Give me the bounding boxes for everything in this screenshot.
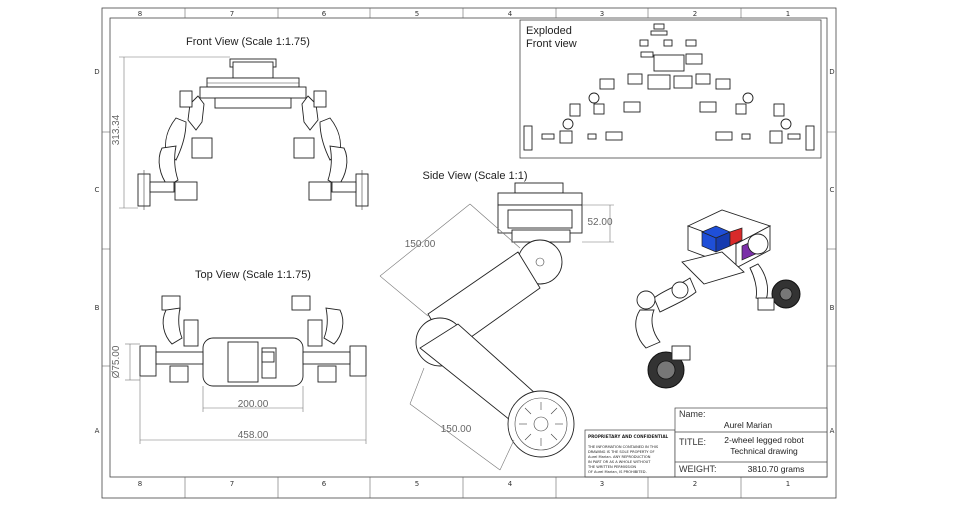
zone-row-left: B [95,304,100,312]
zone-labels: 8 7 6 5 4 3 2 1 8 7 6 5 4 3 2 1 D C B A … [94,10,834,488]
exploded-view-drawing [523,23,815,151]
zone-row-right: C [830,186,835,194]
zone-row-right: A [830,427,835,435]
proprietary-line: Aurel Marian. ANY REPRODUCTION [588,455,651,459]
zone-row-right: B [830,304,835,312]
proprietary-line: IN PART OR AS A WHOLE WITHOUT [588,460,651,464]
proprietary-line: DRAWING IS THE SOLE PROPERTY OF [588,450,655,454]
zone-col-top: 6 [322,10,327,18]
title-value-line1: 2-wheel legged robot [724,435,804,445]
proprietary-line: OF Aurel Marian, IS PROHIBITED. [588,470,647,474]
zone-col-bottom: 3 [600,480,604,488]
proprietary-title: PROPRIETARY AND CONFIDENTIAL [588,434,669,439]
front-view-title: Front View (Scale 1:1.75) [186,36,310,48]
zone-row-left: D [94,68,99,76]
proprietary-line: THE WRITTEN PERMISSION [587,465,636,469]
lower-link-dimension-label: 150.00 [441,424,472,435]
inner-border [109,17,828,478]
zone-col-top: 4 [508,10,513,18]
zone-col-bottom: 8 [138,480,142,488]
zone-col-top: 3 [600,10,604,18]
exploded-view-title-line2: Front view [526,38,577,50]
weight-value: 3810.70 grams [748,464,805,474]
zone-col-bottom: 4 [508,480,513,488]
name-label: Name: [679,409,706,419]
zone-col-top: 8 [138,10,142,18]
top-view-drawing [139,295,367,387]
zone-col-top: 7 [230,10,234,18]
title-label: TITLE: [679,437,706,447]
zone-row-left: C [95,186,100,194]
height-dimension-label: 313.34 [111,114,122,145]
zone-col-bottom: 6 [322,480,327,488]
upper-link-dimension-label: 150.00 [405,239,436,250]
height-dimension [119,56,230,209]
zone-row-right: D [829,68,834,76]
zone-col-bottom: 2 [693,480,697,488]
isometric-render [635,209,801,389]
exploded-view-frame [519,19,822,159]
side-view-dimensions [379,203,614,471]
side-top-dimension-label: 52.00 [587,217,612,228]
zone-row-left: A [95,427,100,435]
title-value-line2: Technical drawing [730,446,798,456]
wheel-diameter-label: Ø75.00 [111,345,122,378]
body-width-label: 200.00 [238,399,269,410]
zone-col-top: 2 [693,10,697,18]
top-view-dimensions [125,343,367,444]
zone-ticks [102,8,836,498]
zone-col-bottom: 5 [415,480,419,488]
side-view-drawing [415,182,583,458]
zone-col-bottom: 7 [230,480,234,488]
outer-frame [101,7,837,499]
zone-col-top: 1 [786,10,790,18]
total-width-label: 458.00 [238,430,269,441]
name-value: Aurel Marian [724,420,772,430]
side-view-title: Side View (Scale 1:1) [423,170,528,182]
proprietary-line: THE INFORMATION CONTAINED IN THIS [587,445,659,449]
zone-col-bottom: 1 [786,480,790,488]
front-view-drawing [137,58,369,210]
zone-col-top: 5 [415,10,419,18]
title-block [584,407,828,478]
top-view-title: Top View (Scale 1:1.75) [195,269,311,281]
weight-label: WEIGHT: [679,464,717,474]
exploded-view-title-line1: Exploded [526,25,572,37]
